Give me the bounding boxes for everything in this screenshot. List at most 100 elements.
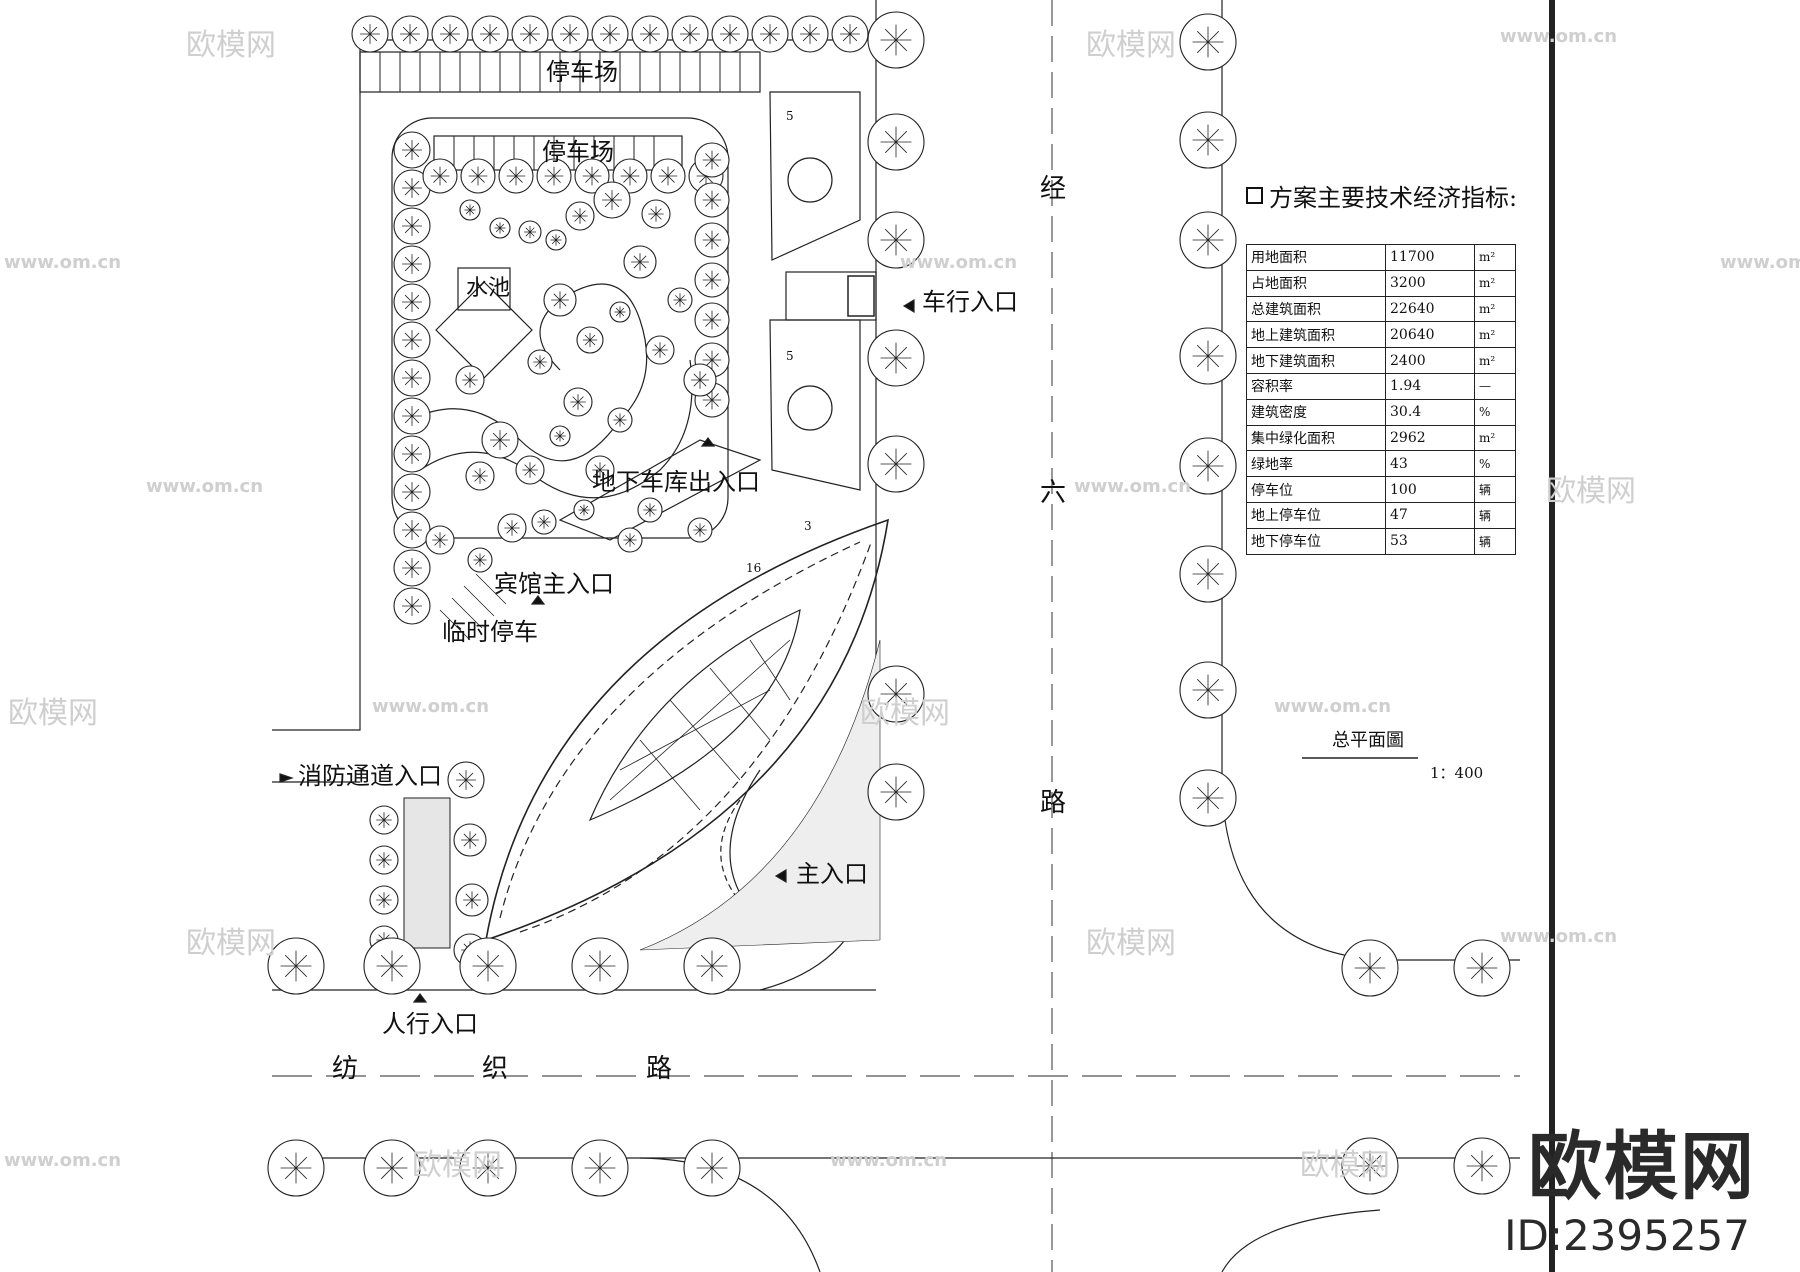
tree-symbol	[641, 199, 671, 229]
tree-symbol	[453, 823, 487, 857]
indicator-name: 用地面积	[1246, 244, 1386, 271]
tree-symbol	[591, 15, 629, 53]
tree-symbol	[694, 182, 730, 218]
indicator-value: 43	[1385, 450, 1475, 478]
tree-symbol	[585, 455, 615, 485]
tree-symbol	[511, 15, 549, 53]
tree-symbol	[393, 245, 431, 283]
fire-access-label: 消防通道入口	[298, 762, 442, 790]
temp-parking-label: 临时停车	[442, 618, 538, 646]
indicator-value: 1.94	[1385, 372, 1475, 400]
water-pool-label: 水池	[466, 276, 511, 301]
watermark-url: www.om.cn	[1720, 252, 1800, 273]
watermark-logo: 欧模网	[1086, 926, 1176, 961]
model-id: ID:2395257	[1504, 1211, 1750, 1260]
dimension-label: 3	[804, 519, 812, 533]
tree-symbol	[683, 363, 717, 397]
indicator-unit: 辆	[1474, 527, 1516, 555]
tree-symbol	[393, 169, 431, 207]
road-name-char: 路	[1040, 788, 1067, 818]
tree-symbol	[369, 805, 399, 835]
tree-symbol	[455, 883, 489, 917]
indicator-value: 2962	[1385, 424, 1475, 452]
tree-symbol	[867, 113, 925, 171]
indicator-value: 3200	[1385, 269, 1475, 297]
tree-symbol	[694, 142, 730, 178]
tree-symbol	[393, 435, 431, 473]
indicator-name: 总建筑面积	[1246, 295, 1386, 323]
indicator-value: 47	[1385, 501, 1475, 529]
tree-symbol	[536, 158, 572, 194]
tree-symbol	[393, 397, 431, 435]
indicator-value: 30.4	[1385, 398, 1475, 426]
main-entrance-label: 主入口	[796, 860, 868, 888]
tree-symbol	[593, 181, 631, 219]
indicators-title: 方案主要技术经济指标:	[1246, 186, 1517, 210]
tree-symbol	[1453, 1137, 1511, 1195]
tree-symbol	[351, 15, 389, 53]
tree-symbol	[498, 158, 534, 194]
tree-symbol	[459, 937, 517, 995]
tree-symbol	[393, 283, 431, 321]
tree-symbol	[574, 158, 610, 194]
indicator-name: 地上建筑面积	[1246, 321, 1386, 349]
indicator-unit: m²	[1474, 424, 1516, 452]
tree-symbol	[1179, 661, 1237, 719]
tree-symbol	[431, 15, 469, 53]
tree-symbol	[545, 229, 567, 251]
dimension-label: 5	[786, 109, 794, 123]
watermark-logo: 欧模网	[1546, 474, 1636, 509]
watermark-logo: 欧模网	[186, 926, 276, 961]
tree-symbol	[694, 302, 730, 338]
brand-logo: 欧模网	[1528, 1124, 1756, 1210]
tree-symbol	[1453, 939, 1511, 997]
tree-symbol	[422, 158, 458, 194]
tree-symbol	[467, 547, 493, 573]
tree-symbol	[867, 763, 925, 821]
tree-symbol	[1179, 111, 1237, 169]
watermark-logo: 欧模网	[8, 696, 98, 731]
indicator-unit: m²	[1474, 347, 1516, 374]
tree-symbol	[393, 359, 431, 397]
watermark-url: www.om.cn	[372, 696, 490, 717]
tree-symbol	[391, 15, 429, 53]
tree-symbol	[1179, 211, 1237, 269]
tree-symbol	[573, 499, 595, 521]
indicator-value: 11700	[1385, 244, 1475, 271]
tree-symbol	[694, 262, 730, 298]
tree-symbol	[459, 199, 481, 221]
indicator-unit: m²	[1474, 321, 1516, 349]
tree-symbol	[425, 525, 455, 555]
indicator-unit: —	[1474, 372, 1516, 400]
road-name-char: 六	[1040, 478, 1067, 508]
tree-symbol	[671, 15, 709, 53]
indicator-name: 建筑密度	[1246, 398, 1386, 426]
watermark-url: www.om.cn	[4, 252, 122, 273]
tree-symbol	[667, 287, 693, 313]
indicator-unit: 辆	[1474, 501, 1516, 529]
tree-symbol	[543, 283, 577, 317]
tree-symbol	[607, 407, 633, 433]
tree-symbol	[471, 15, 509, 53]
checkbox-icon	[1246, 187, 1263, 204]
tree-symbol	[527, 349, 553, 375]
tree-symbol	[609, 301, 631, 323]
tree-symbol	[1179, 327, 1237, 385]
indicator-unit: %	[1474, 450, 1516, 478]
tree-symbol	[447, 761, 485, 799]
indicator-unit: m²	[1474, 244, 1516, 271]
tree-symbol	[363, 937, 421, 995]
tree-symbol	[1179, 769, 1237, 827]
indicator-value: 100	[1385, 476, 1475, 503]
indicator-name: 地下建筑面积	[1246, 347, 1386, 374]
